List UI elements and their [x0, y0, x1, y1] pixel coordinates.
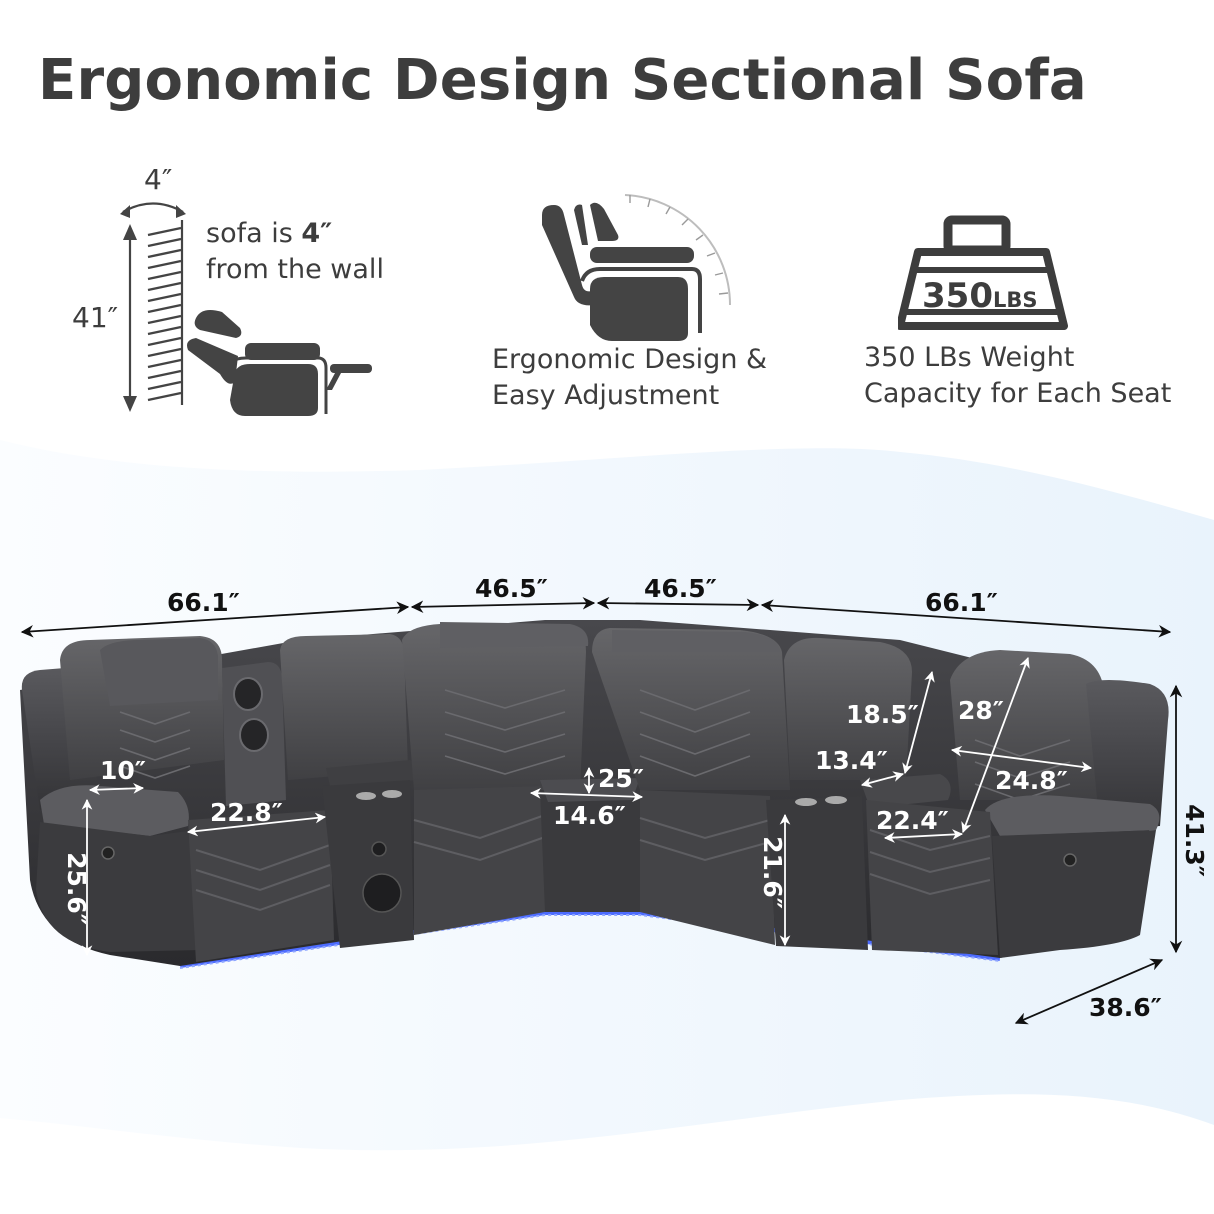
dim-depth: 38.6″: [1089, 993, 1162, 1022]
dim-total-height: 41.3″: [1179, 804, 1209, 877]
dim-recliner-height-label: 41″: [72, 301, 119, 334]
dim-arm-width: 10″: [100, 756, 146, 785]
ergonomic-text-line2: Easy Adjustment: [492, 380, 720, 411]
wall-hugger-text-prefix: sofa is: [206, 218, 302, 249]
wall-hugger-text-value: 4″: [301, 218, 333, 249]
feature-ergonomic-design: Ergonomic Design & Easy Adjustment: [490, 185, 810, 415]
ergonomic-text: Ergonomic Design & Easy Adjustment: [492, 342, 767, 414]
dim-mid-left-section-width: 46.5″: [475, 574, 548, 603]
dim-corner-seat-height: 25″: [598, 764, 644, 793]
wall-hugger-recliner-icon: [120, 202, 372, 416]
page-title: Ergonomic Design Sectional Sofa: [38, 48, 1087, 113]
dim-console-height: 21.6″: [757, 836, 787, 909]
dim-seat-width-right: 22.4″: [876, 806, 949, 835]
weight-label: 350LBS: [922, 276, 1038, 316]
dim-mid-right-section-width: 46.5″: [644, 574, 717, 603]
weight-350lbs-icon: [898, 215, 1068, 330]
dim-left-section-width: 66.1″: [167, 588, 240, 617]
sectional-sofa-image: [20, 620, 1169, 969]
dim-back-height: 18.5″: [846, 700, 919, 729]
weight-text-line2: Capacity for Each Seat: [864, 378, 1172, 409]
dim-back-width: 24.8″: [995, 766, 1068, 795]
wall-hugger-text: sofa is 4″ from the wall: [206, 216, 384, 288]
feature-wall-hugger: 4″ 41″ sofa is 4″ from the wall: [60, 160, 440, 420]
dim-wall-gap-label: 4″: [144, 163, 173, 196]
dim-console-width: 13.4″: [815, 746, 888, 775]
dim-right-section-width: 66.1″: [925, 588, 998, 617]
weight-unit: LBS: [992, 288, 1038, 312]
weight-text: 350 LBs Weight Capacity for Each Seat: [864, 340, 1171, 412]
dim-corner-seat-width: 14.6″: [553, 801, 626, 830]
dim-backrest-height: 28″: [958, 696, 1004, 725]
ergonomic-text-line1: Ergonomic Design &: [492, 344, 768, 375]
wall-hugger-text-line2: from the wall: [206, 254, 384, 285]
adjustable-recliner-icon: [542, 194, 732, 341]
weight-number: 350: [922, 276, 993, 316]
dim-seat-width-left: 22.8″: [210, 798, 283, 827]
dim-arm-height: 25.6″: [61, 852, 91, 925]
weight-text-line1: 350 LBs Weight: [864, 342, 1075, 373]
feature-weight-capacity: 350LBS 350 LBs Weight Capacity for Each …: [862, 210, 1202, 420]
